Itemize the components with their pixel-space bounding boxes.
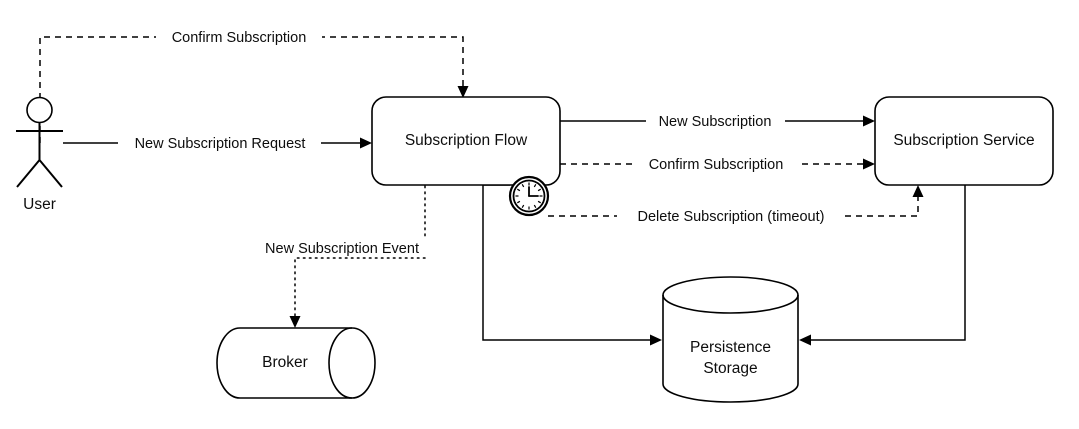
node-persistence-storage[interactable]: Persistence Storage — [662, 276, 799, 403]
clock-icon-inner-ring — [512, 179, 546, 213]
node-persistence-storage-label-line1: Persistence — [690, 339, 771, 356]
edge-confirm-subscription-service-label: Confirm Subscription — [649, 157, 784, 173]
edge-new-subscription[interactable]: New Subscription — [560, 112, 875, 130]
edge-confirm-subscription-service-label-bg — [633, 155, 799, 173]
edge-service-to-storage-path — [806, 185, 966, 341]
edge-new-subscription-event[interactable]: New Subscription Event — [247, 185, 435, 328]
user-legs — [16, 159, 63, 188]
edge-flow-to-storage-arrowhead — [650, 334, 662, 346]
edge-confirm-subscription-user-arrowhead — [457, 86, 469, 98]
edge-new-subscription-label-bg — [646, 112, 785, 130]
timer-boundary-event[interactable] — [508, 175, 550, 217]
edge-new-subscription-event-path — [294, 185, 426, 322]
edge-confirm-subscription-service-arrowhead — [863, 158, 875, 170]
node-persistence-storage-body — [662, 276, 799, 403]
edge-delete-subscription-label-bg — [617, 207, 845, 225]
node-broker-label: Broker — [262, 354, 308, 371]
node-subscription-service-box — [874, 96, 1054, 186]
node-persistence-storage-top-ellipse — [662, 294, 799, 314]
edge-new-subscription-event-label-bg — [247, 239, 435, 257]
node-subscription-flow-box — [371, 96, 561, 186]
edge-new-subscription-event-arrowhead — [289, 316, 301, 328]
edge-new-subscription-request-label: New Subscription Request — [135, 136, 306, 152]
user-head-icon — [26, 96, 53, 124]
edge-confirm-subscription-user-label: Confirm Subscription — [172, 30, 307, 46]
clock-icon-ticks — [515, 182, 543, 210]
edge-confirm-subscription-service[interactable]: Confirm Subscription — [560, 155, 875, 173]
edge-new-subscription-request-arrowhead — [360, 137, 372, 149]
node-subscription-service-label: Subscription Service — [893, 132, 1034, 149]
node-user-label: User — [23, 196, 56, 213]
edge-new-subscription-arrowhead — [863, 115, 875, 127]
edge-new-subscription-label: New Subscription — [659, 114, 772, 130]
node-subscription-flow-label: Subscription Flow — [405, 132, 528, 149]
edge-delete-subscription[interactable]: Delete Subscription (timeout) — [548, 185, 924, 225]
edge-service-to-storage-arrowhead — [799, 334, 811, 346]
edge-new-subscription-event-label: New Subscription Event — [265, 241, 419, 257]
node-broker[interactable]: Broker — [216, 327, 376, 399]
edge-confirm-subscription-user[interactable]: Confirm Subscription — [39, 28, 469, 143]
edge-service-to-storage[interactable] — [799, 185, 966, 346]
edge-new-subscription-request-label-bg — [118, 134, 321, 152]
node-subscription-service[interactable]: Subscription Service — [874, 96, 1054, 186]
node-persistence-storage-label-line2: Storage — [703, 360, 757, 377]
edge-new-subscription-request[interactable]: New Subscription Request — [63, 134, 372, 152]
node-user[interactable]: User — [16, 96, 63, 214]
node-subscription-flow[interactable]: Subscription Flow — [371, 96, 561, 186]
edge-confirm-subscription-user-label-bg — [156, 28, 322, 46]
edge-delete-subscription-arrowhead — [912, 185, 924, 197]
node-broker-endcap — [328, 327, 353, 399]
edge-delete-subscription-label: Delete Subscription (timeout) — [638, 209, 825, 225]
